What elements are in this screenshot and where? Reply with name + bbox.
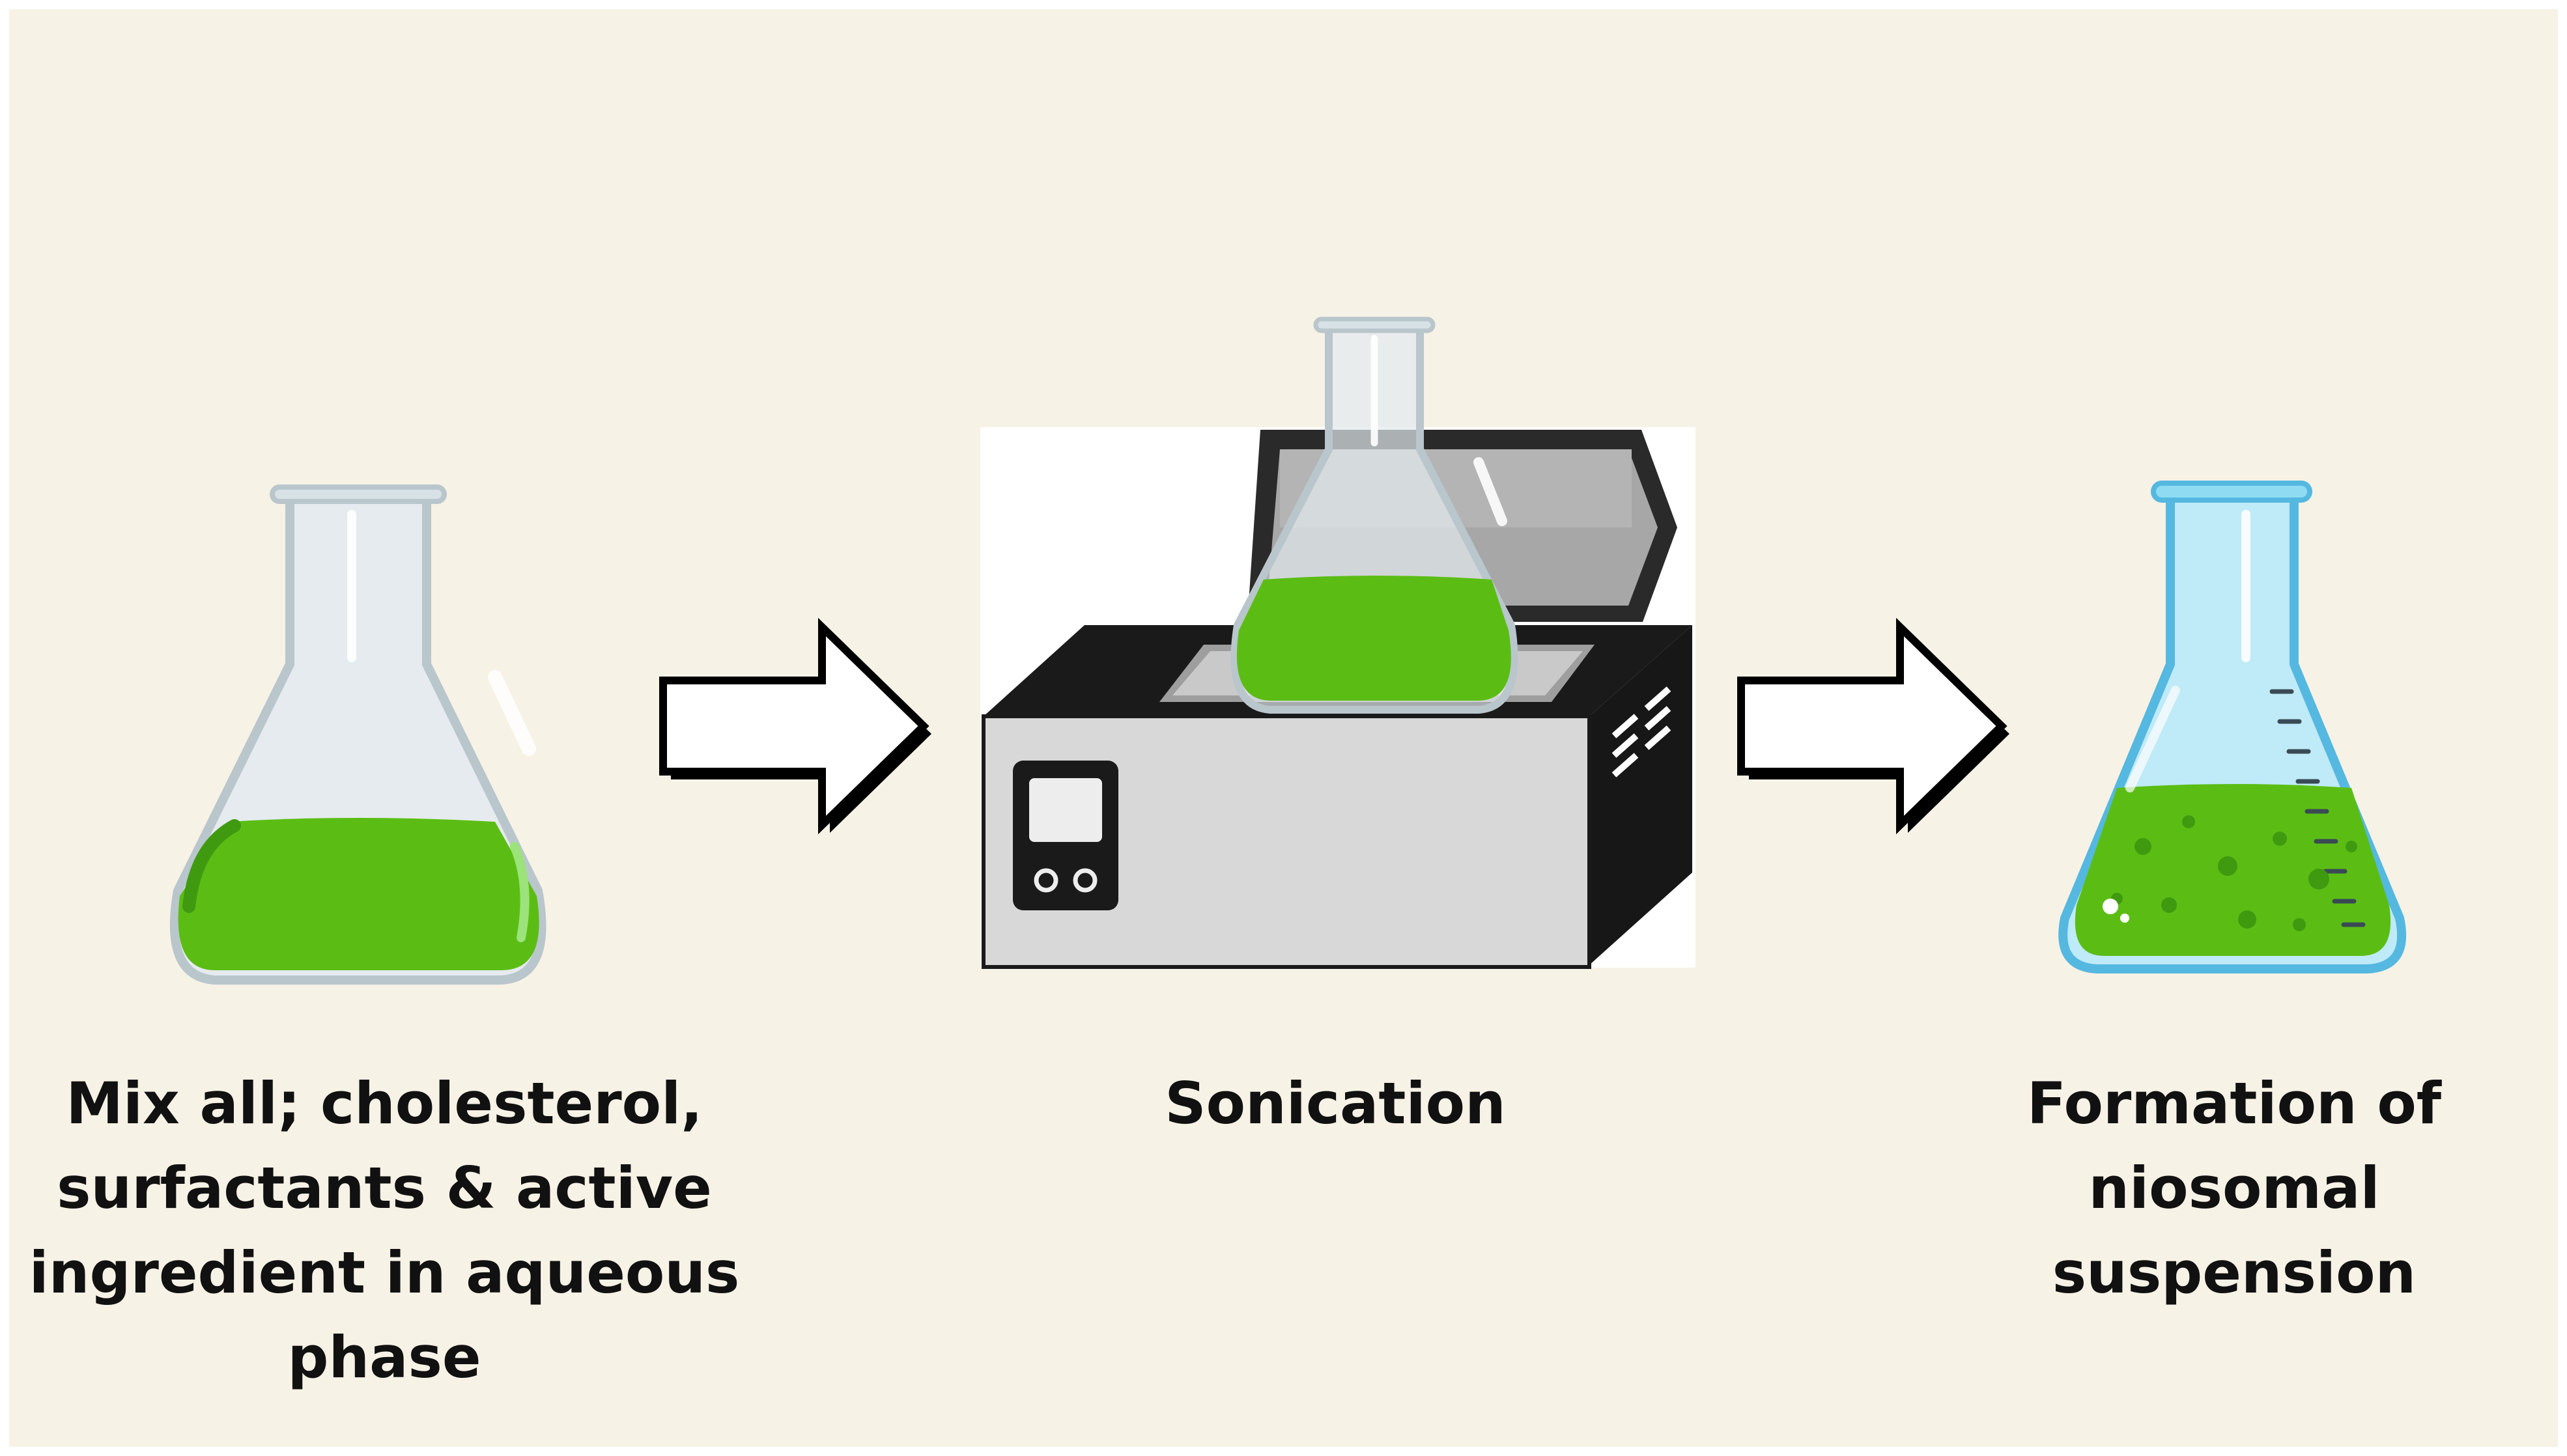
caption-line: surfactants & active: [57, 1155, 712, 1222]
step-caption-formation: Formation of niosomal suspension: [1987, 1061, 2482, 1315]
caption-line: ingredient in aqueous: [29, 1239, 740, 1306]
caption-line: Sonication: [1165, 1070, 1506, 1137]
ultrasonic-bath-with-flask-icon: [980, 316, 1695, 969]
flask-green-solution-icon: [169, 484, 546, 985]
caption-line: niosomal: [2088, 1155, 2380, 1222]
arrow-right-icon: [659, 617, 931, 835]
arrow-right-icon: [1737, 617, 2009, 835]
caption-line: suspension: [2052, 1239, 2417, 1306]
caption-line: phase: [287, 1324, 481, 1391]
caption-line: Mix all; cholesterol,: [66, 1070, 703, 1137]
step-caption-sonication: Sonication: [1107, 1061, 1563, 1146]
caption-line: Formation of: [2026, 1070, 2442, 1137]
flask-niosomal-suspension-icon: [2058, 481, 2407, 973]
step-caption-mixing: Mix all; cholesterol, surfactants & acti…: [13, 1061, 756, 1400]
